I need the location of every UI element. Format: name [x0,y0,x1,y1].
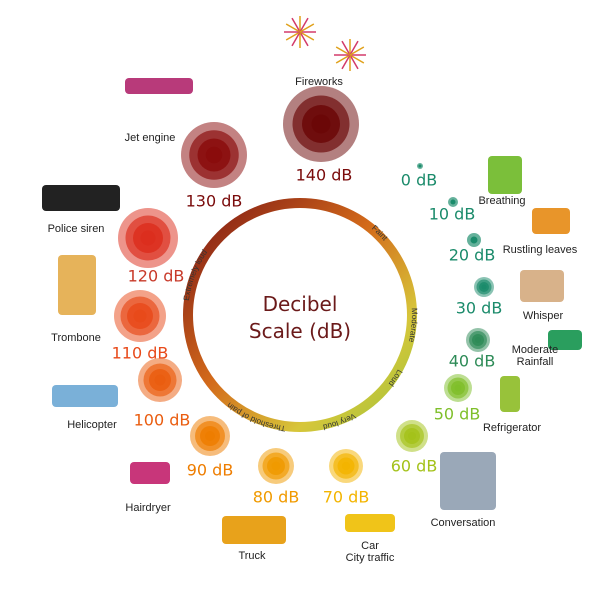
level-ring [205,431,215,441]
level-marker [181,122,247,188]
source-label: Helicopter [67,418,117,431]
truck-icon [222,516,286,544]
source-label: Jet engine [124,131,176,144]
db-label: 130 dB [185,191,243,211]
db-label: 100 dB [133,410,191,430]
scale-ring-inner [196,211,404,419]
level-marker [329,449,363,483]
level-ring [418,164,422,168]
hairdryer-icon [130,462,170,484]
db-label: 20 dB [448,245,496,265]
source-label: Rustling leaves [502,243,578,256]
level-ring [140,230,156,246]
level-ring [470,236,478,244]
source-label: Truck [238,549,266,562]
diagram-title: Decibel Scale (dB) [249,291,351,345]
level-marker [444,374,472,402]
level-ring [133,309,147,323]
db-label: 70 dB [322,487,370,507]
level-marker [448,197,458,207]
police-car-icon [42,185,120,211]
refrigerator-icon [500,376,520,412]
db-label: 0 dB [400,170,438,190]
db-label: 80 dB [252,487,300,507]
level-marker [138,358,182,402]
level-marker [466,328,490,352]
db-label: 40 dB [448,351,496,371]
level-ring [341,461,351,471]
rainfall-icon [548,330,582,350]
leaves-icon [532,208,570,234]
jet-engine-icon [125,78,193,94]
level-marker [118,208,178,268]
db-label: 110 dB [111,343,169,363]
source-label: Refrigerator [482,421,542,434]
level-marker [190,416,230,456]
db-label: 60 dB [390,456,438,476]
whisper-icon [520,270,564,302]
level-ring [271,461,281,471]
level-marker [417,163,423,169]
level-ring [475,337,481,343]
level-ring [205,146,223,164]
db-label: 120 dB [127,266,185,286]
db-label: 10 dB [428,204,476,224]
title-line-2: Scale (dB) [248,319,352,343]
helicopter-icon [52,385,118,407]
level-ring [481,284,487,290]
source-label: Fireworks [295,75,343,88]
conversation-icon [440,452,496,510]
level-marker [467,233,481,247]
level-marker [396,420,428,452]
fireworks-icon [334,39,366,71]
car-icon [345,514,395,532]
source-label: Whisper [522,309,564,322]
trombone-icon [58,255,96,315]
level-marker [258,448,294,484]
level-marker [114,290,166,342]
source-label: Police siren [47,222,105,235]
db-label: 50 dB [433,404,481,424]
level-ring [311,114,331,134]
level-ring [450,199,456,205]
scale-ring [183,198,417,432]
level-ring [454,384,462,392]
title-line-1: Decibel [262,292,338,316]
db-label: 90 dB [186,460,234,480]
lungs-icon [488,156,522,194]
level-marker [283,86,359,162]
level-marker [474,277,494,297]
db-label: 140 dB [295,165,353,185]
source-label: Conversation [430,516,496,529]
db-label: 30 dB [455,298,503,318]
fireworks-icon [284,16,316,48]
source-label: Trombone [51,331,101,344]
source-label: Breathing [478,194,526,207]
source-label: Hairdryer [125,501,171,514]
level-ring [154,374,166,386]
level-ring [408,432,416,440]
